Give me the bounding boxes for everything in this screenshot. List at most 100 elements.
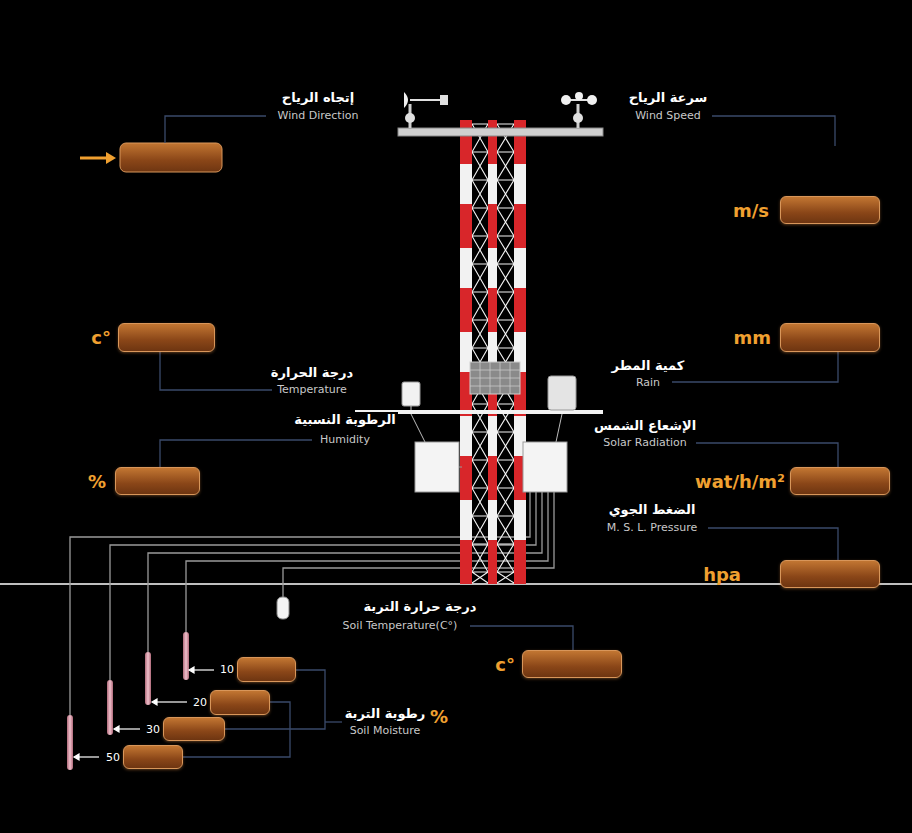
sensor-label: Soil Temperature(C°) [341, 619, 460, 632]
depth-arrowhead [152, 699, 157, 705]
lattice-brace [497, 264, 514, 292]
lattice-brace [472, 432, 488, 460]
unit-label: % [428, 706, 450, 727]
display-box: m/s [780, 196, 880, 224]
leader-line [160, 440, 312, 467]
lattice-brace [472, 264, 488, 292]
sensor-wire [411, 414, 425, 442]
sensor-label: Rain [634, 376, 662, 389]
lattice-brace [497, 516, 514, 544]
lattice-brace [497, 208, 514, 236]
leader-line [160, 352, 272, 390]
display-box: c° [118, 323, 215, 352]
tower-leg [488, 120, 497, 584]
sensor-label: Solar Radiation [601, 436, 689, 449]
direction-arrow [80, 157, 108, 160]
display-box: mm [780, 323, 880, 352]
display-box: 50 [123, 745, 183, 769]
sensor-label: Soil Moisture [348, 724, 423, 737]
unit-label: hpa [703, 564, 741, 585]
lattice-brace [472, 516, 488, 544]
lattice-brace [472, 236, 488, 264]
anemometer-hub [573, 113, 583, 123]
lattice-brace [472, 488, 488, 516]
sensor-label: كمية المطر [610, 358, 687, 373]
lattice-brace [472, 460, 488, 488]
display-box: c° [522, 650, 622, 678]
wind-direction-display [120, 143, 222, 172]
sensor-label: M. S. L. Pressure [605, 521, 700, 534]
cable [148, 492, 542, 652]
unit-label: c° [495, 654, 515, 675]
lattice-brace [472, 152, 488, 180]
panel-grid [470, 362, 520, 394]
leader-line [712, 116, 835, 146]
sensor-label: درجة الحرارة [269, 365, 355, 380]
lattice-brace [472, 404, 488, 432]
lattice-brace [497, 236, 514, 264]
display-box: hpa [780, 560, 880, 588]
sensor-label: درجة حرارة التربة [361, 599, 478, 614]
unit-label: m/s [733, 200, 769, 221]
depth-arrow [157, 701, 187, 702]
depth-label: 20 [193, 696, 207, 709]
rain-gauge [548, 376, 576, 410]
sensor-cables [70, 492, 554, 715]
unit-label: % [88, 471, 106, 492]
lattice-brace [497, 152, 514, 180]
leader-line [708, 528, 838, 560]
tower-leg [514, 120, 526, 584]
soil-moisture-probe [107, 680, 113, 735]
lattice-brace [472, 544, 488, 572]
sensor-label: الإشعاع الشمس [592, 418, 698, 433]
direction-arrowhead [106, 152, 116, 164]
soil-moisture-probe [145, 652, 151, 705]
lattice-brace [472, 208, 488, 236]
display-box: % [115, 467, 200, 495]
leader-lines [160, 116, 838, 757]
depth-arrowhead [189, 667, 194, 673]
lattice-brace [472, 292, 488, 320]
display-box: 30 [163, 717, 225, 741]
depth-arrowhead [114, 726, 119, 732]
lattice-brace [497, 320, 514, 348]
sensor-label: إتجاه الرياح [280, 90, 356, 105]
vane-cone [404, 92, 408, 108]
enclosure-mount [459, 467, 462, 468]
ground-line [0, 583, 912, 585]
cable [110, 492, 536, 680]
logger-enclosure [415, 442, 459, 492]
leader-line [165, 116, 266, 143]
soil-moisture-probe [67, 715, 73, 770]
display-box: wat/h/m² [790, 467, 890, 495]
anemometer-cup [575, 92, 583, 100]
temperature-sensor [402, 382, 420, 406]
leader-line [696, 443, 838, 467]
lattice-brace [497, 432, 514, 460]
sensor-label: رطوبة التربة [343, 706, 428, 721]
lattice-brace [472, 180, 488, 208]
unit-label: mm [733, 327, 771, 348]
sensor-label: Humidity [318, 433, 372, 446]
sensor-mount [411, 406, 412, 410]
depth-label: 30 [146, 723, 160, 736]
display-box: 20 [210, 690, 270, 715]
leader-line [325, 721, 342, 722]
anemometer-cup [561, 95, 571, 105]
lattice-brace [497, 572, 514, 583]
lattice-brace [497, 460, 514, 488]
anemometer-cup [587, 95, 597, 105]
soil-moisture-probe [183, 632, 189, 680]
soil-temperature-probe [277, 597, 289, 619]
lattice-brace [497, 292, 514, 320]
leader-line [470, 626, 573, 650]
lattice-brace [472, 320, 488, 348]
logger-enclosure [523, 442, 567, 492]
display-box: 10 [237, 657, 296, 682]
tower-leg [460, 120, 472, 584]
depth-label: 50 [106, 751, 120, 764]
sensor-label: الضغط الجوي [607, 502, 698, 517]
